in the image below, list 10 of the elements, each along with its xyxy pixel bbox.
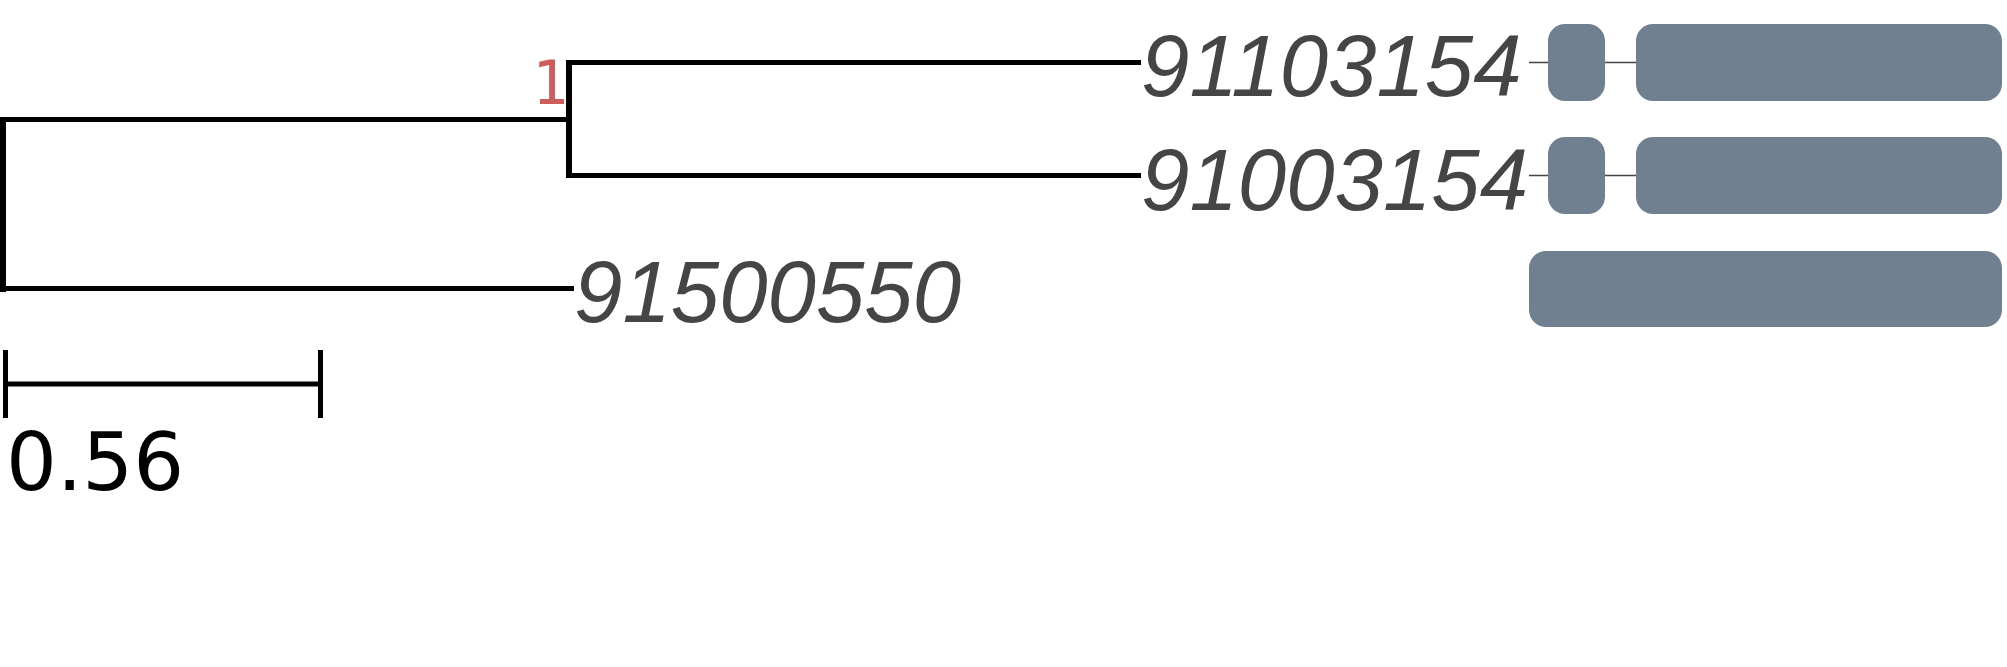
- leaf-label: 91003154: [1141, 136, 1529, 223]
- support-value: 1: [532, 53, 569, 113]
- node-bar: [0, 117, 6, 292]
- branch-line: [6, 286, 574, 291]
- leaf-label: 91103154: [1141, 22, 1522, 109]
- branch-line: [572, 60, 1141, 65]
- leaf-label: 91500550: [574, 248, 962, 335]
- branch-line: [6, 117, 566, 122]
- branch-line: [572, 173, 1141, 178]
- scale-value: 0.56: [6, 423, 185, 503]
